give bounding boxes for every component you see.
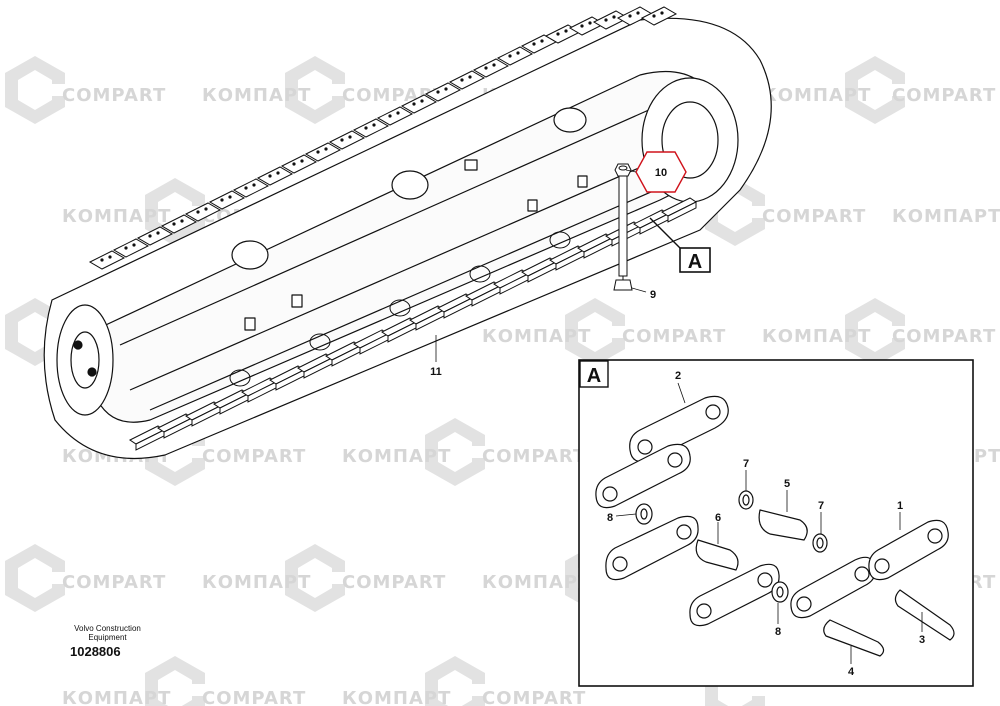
callout-10[interactable]: 10 <box>625 151 687 193</box>
callout-8-second[interactable]: 8 <box>775 603 781 638</box>
callout-label: 7 <box>818 500 824 512</box>
watermark-text: КОМПАРТ <box>482 572 591 593</box>
callout-5[interactable]: 5 <box>784 478 790 512</box>
callout-11[interactable]: 11 <box>430 335 442 378</box>
callout-label: 4 <box>848 666 855 678</box>
watermark-text: КОМПАРТ <box>342 446 451 467</box>
watermark-text: COMPART <box>892 326 996 347</box>
detail-reference-a[interactable]: A <box>649 217 711 273</box>
callout-9[interactable]: 9 <box>631 287 656 301</box>
watermark-text: КОМПАРТ <box>482 326 591 347</box>
callout-label: 8 <box>775 626 781 638</box>
callout-label: 6 <box>715 512 721 524</box>
callout-6[interactable]: 6 <box>715 512 721 544</box>
watermark-text: КОМПАРТ <box>342 688 451 706</box>
watermark-text: COMPART <box>482 446 586 467</box>
callout-label: 7 <box>743 458 749 470</box>
watermark-text: COMPART <box>62 85 166 106</box>
watermark-text: КОМПАРТ <box>202 572 311 593</box>
watermark-text: КОМПАРТ <box>762 85 871 106</box>
callout-2[interactable]: 2 <box>675 370 686 404</box>
watermark-text: КОМПАРТ <box>762 326 871 347</box>
watermark-text: КОМПАРТ <box>202 85 311 106</box>
watermark-text: COMPART <box>482 688 586 706</box>
callout-7-second[interactable]: 7 <box>818 500 824 534</box>
callout-8[interactable]: 8 <box>607 512 637 524</box>
document-number: 1028806 <box>70 644 121 659</box>
callout-label: 2 <box>675 370 681 382</box>
watermark-text: COMPART <box>202 446 306 467</box>
callout-label: 1 <box>897 500 903 512</box>
callout-4[interactable]: 4 <box>848 646 855 678</box>
callout-1[interactable]: 1 <box>897 500 903 530</box>
watermark-text: COMPART <box>62 572 166 593</box>
manufacturer-caption: Volvo Construction Equipment <box>40 624 175 642</box>
watermark-text: COMPART <box>202 688 306 706</box>
watermark-text: КОМПАРТ <box>62 206 171 227</box>
caption-line: Equipment <box>88 633 127 642</box>
callout-label: 9 <box>650 289 656 301</box>
callout-3[interactable]: 3 <box>919 612 925 646</box>
callout-7[interactable]: 7 <box>743 458 749 491</box>
chain-link-drawing <box>595 395 955 657</box>
callout-label: 8 <box>607 512 613 524</box>
callout-label: 3 <box>919 634 925 646</box>
callout-label: 11 <box>430 366 442 378</box>
watermark-text: COMPART <box>892 85 996 106</box>
inset-label: A <box>587 365 601 387</box>
callout-label: 5 <box>784 478 790 490</box>
watermark-text: КОМПАРТ <box>892 206 1000 227</box>
watermark-text: COMPART <box>622 326 726 347</box>
watermark-text: КОМПАРТ <box>62 688 171 706</box>
callout-label: 10 <box>655 167 667 179</box>
detail-inset-a: A <box>578 359 974 687</box>
bolt-part <box>613 163 633 291</box>
caption-line: Volvo Construction <box>74 624 141 633</box>
watermark-text: COMPART <box>762 206 866 227</box>
detail-reference-label: A <box>688 251 702 273</box>
watermark-text: COMPART <box>342 572 446 593</box>
